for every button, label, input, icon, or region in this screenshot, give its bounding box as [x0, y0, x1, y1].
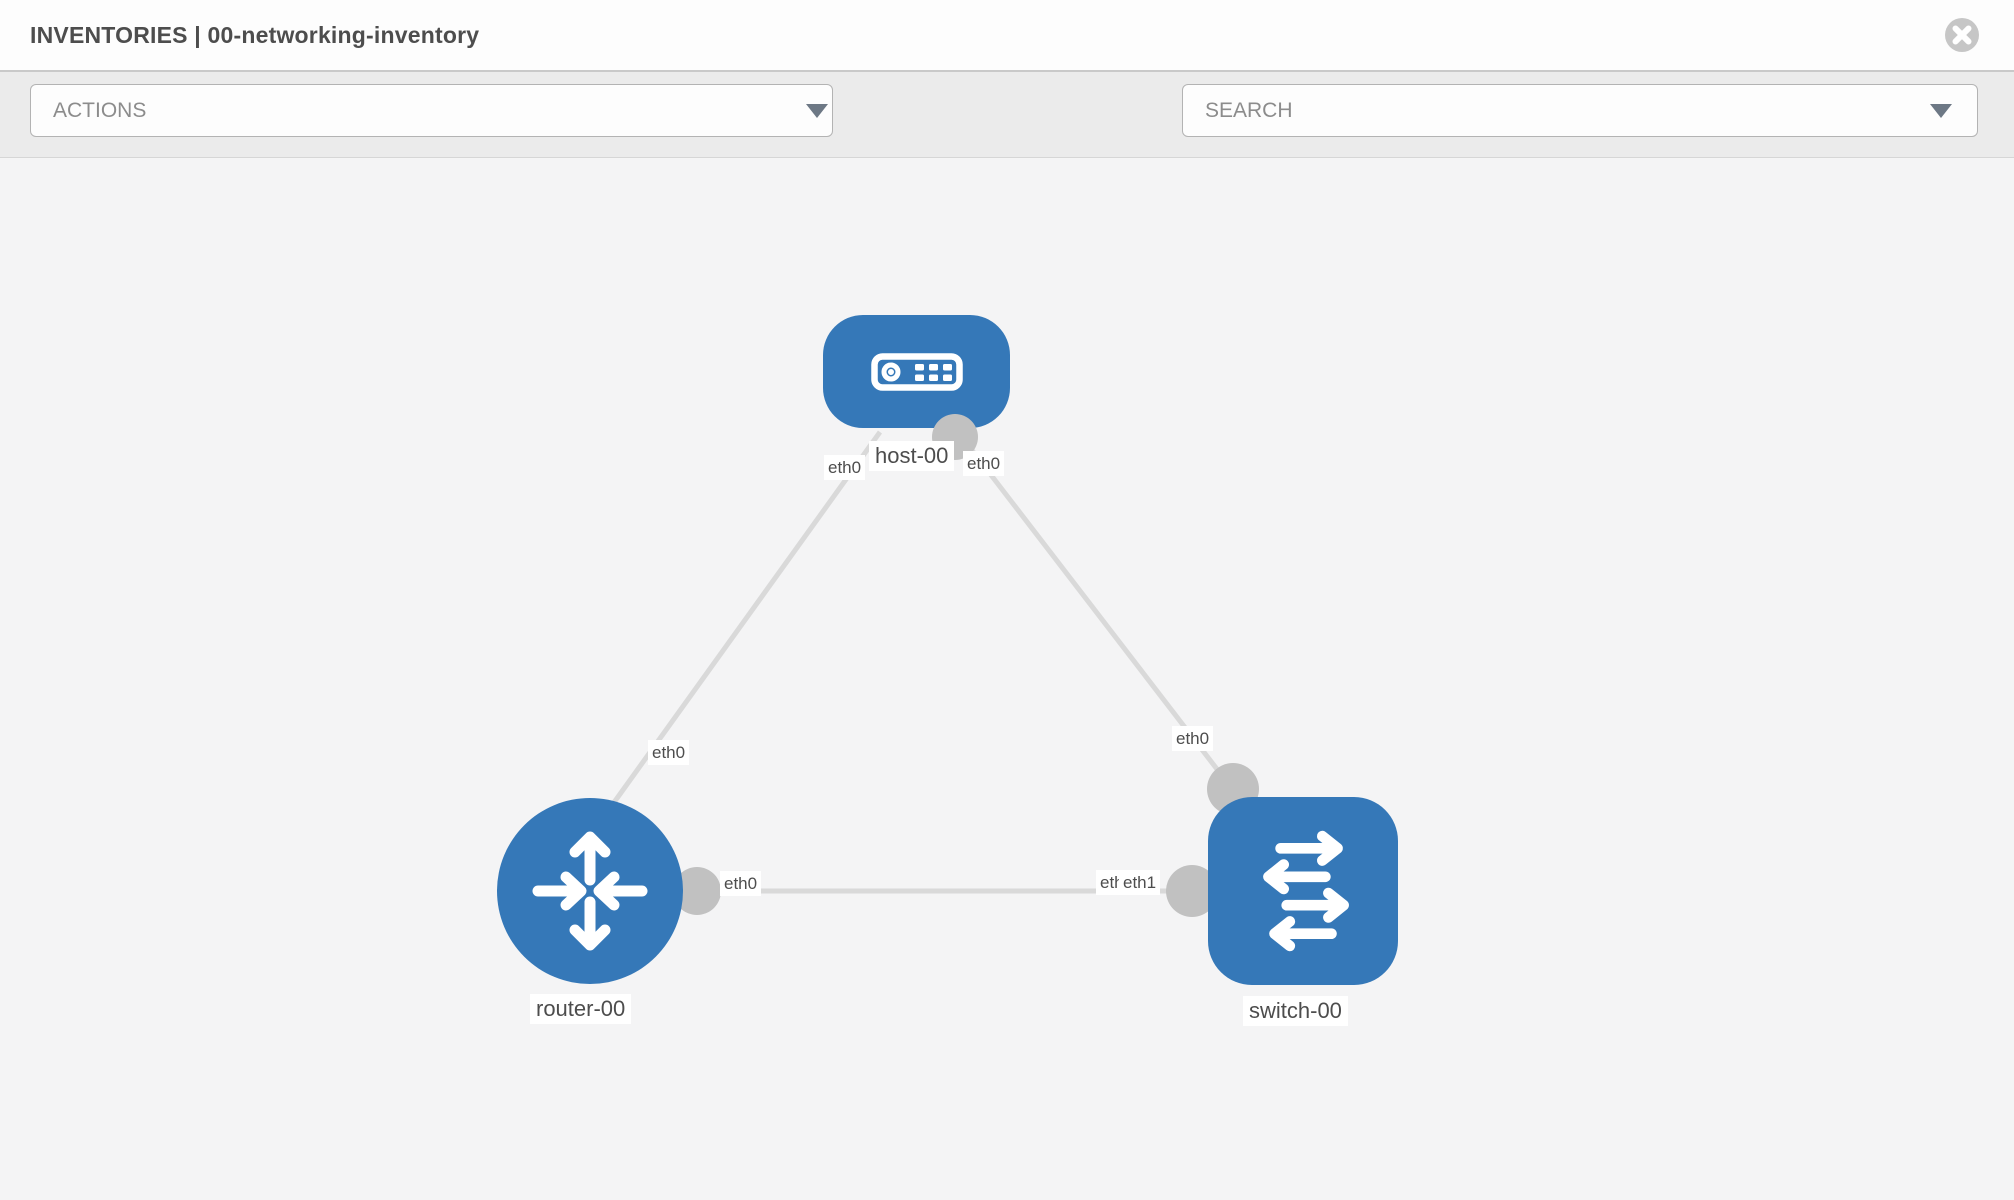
node-label-router: router-00	[530, 994, 632, 1024]
close-button[interactable]	[1944, 17, 1980, 53]
interface-label: eth0	[720, 871, 762, 896]
host-icon	[870, 352, 963, 391]
switch-icon	[1263, 830, 1349, 952]
chevron-down-icon	[1930, 104, 1952, 118]
page-header: INVENTORIES | 00-networking-inventory	[0, 0, 2014, 72]
interface-label: eth0	[824, 455, 866, 480]
close-icon	[1945, 18, 1979, 52]
toolbar: ACTIONS	[0, 72, 2014, 203]
interface-dot-switch-eth1[interactable]	[1166, 865, 1218, 917]
node-label-switch: switch-00	[1243, 996, 1348, 1026]
node-host-00[interactable]	[823, 315, 1010, 428]
node-router-00[interactable]	[497, 798, 683, 984]
node-switch-00[interactable]	[1208, 797, 1398, 985]
router-icon	[532, 831, 648, 951]
interface-dot-router-eth0[interactable]	[673, 867, 721, 915]
search-input[interactable]	[1183, 85, 1977, 136]
actions-dropdown[interactable]: ACTIONS	[30, 84, 833, 137]
node-label-host: host-00	[869, 441, 955, 471]
interface-label: eth0	[963, 451, 1005, 476]
interface-label: eth1	[1119, 870, 1161, 895]
interface-label: eth0	[1172, 726, 1214, 751]
interface-label: eth0	[648, 740, 690, 765]
actions-dropdown-label: ACTIONS	[53, 99, 147, 122]
links-layer	[607, 430, 1259, 917]
page-title: INVENTORIES | 00-networking-inventory	[30, 22, 480, 48]
search-dropdown[interactable]	[1182, 84, 1978, 137]
topology-canvas[interactable]: eth0 eth0 host-00 eth0 eth0 eth0 eth0 et…	[0, 159, 2014, 1200]
chevron-down-icon	[806, 104, 828, 118]
